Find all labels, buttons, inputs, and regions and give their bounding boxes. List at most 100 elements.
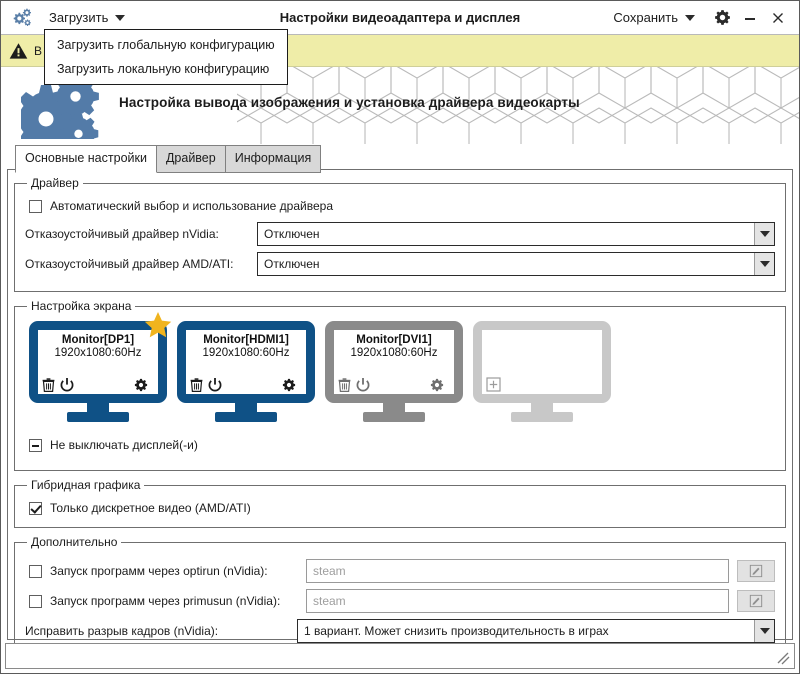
power-icon[interactable]: [356, 378, 370, 392]
monitor-base: [363, 412, 425, 422]
screen-setup-legend: Настройка экрана: [31, 299, 132, 313]
monitor-neck: [383, 403, 405, 412]
driver-group: Драйвер Автоматический выбор и использов…: [14, 176, 786, 292]
status-bar: [5, 643, 795, 669]
optirun-placeholder: steam: [313, 564, 346, 578]
gear-icon: [714, 10, 730, 25]
driver-group-legend: Драйвер: [31, 176, 79, 190]
discrete-only-checkbox[interactable]: [29, 501, 42, 515]
tab-page-main-settings: Драйвер Автоматический выбор и использов…: [7, 169, 793, 655]
amd-fallback-value: Отключен: [264, 257, 320, 271]
discrete-only-label: Только дискретное видео (AMD/ATI): [50, 501, 251, 515]
chevron-down-icon: [685, 14, 695, 21]
chevron-down-icon[interactable]: [754, 223, 774, 245]
auto-driver-checkbox[interactable]: [29, 199, 42, 213]
monitor-resolution: 1920x1080:60Hz: [202, 347, 290, 359]
hybrid-graphics-legend: Гибридная графика: [31, 478, 141, 492]
auto-driver-checkbox-row[interactable]: Автоматический выбор и использование дра…: [29, 199, 775, 213]
settings-button[interactable]: [709, 5, 735, 31]
primusrun-input[interactable]: steam: [306, 589, 729, 613]
tab-driver[interactable]: Драйвер: [155, 145, 226, 173]
tearfix-row: Исправить разрыв кадров (nVidia): 1 вари…: [25, 619, 775, 643]
monitor-resolution: 1920x1080:60Hz: [54, 347, 142, 359]
monitor-base: [215, 412, 277, 422]
trash-icon[interactable]: [338, 378, 351, 392]
trash-icon[interactable]: [42, 378, 55, 392]
save-menu-label: Сохранить: [613, 10, 678, 25]
monitor-screen[interactable]: Monitor[DP1] 1920x1080:60Hz: [29, 321, 167, 403]
load-dropdown-menu[interactable]: Загрузить глобальную конфигурацию Загруз…: [44, 29, 288, 85]
hero-title: Настройка вывода изображения и установка…: [119, 95, 580, 110]
primusrun-edit-button[interactable]: [737, 590, 775, 612]
monitor-neck: [87, 403, 109, 412]
discrete-only-checkbox-row[interactable]: Только дискретное видео (AMD/ATI): [29, 501, 775, 515]
monitor-screen[interactable]: Monitor[DVI1] 1920x1080:60Hz: [325, 321, 463, 403]
monitor-card[interactable]: Monitor[DVI1] 1920x1080:60Hz: [325, 321, 463, 422]
minimize-button[interactable]: [737, 5, 763, 31]
close-icon: [773, 12, 783, 23]
tab-bar: Основные настройки Драйвер Информация: [15, 145, 322, 173]
primusrun-placeholder: steam: [313, 594, 346, 608]
trash-icon[interactable]: [190, 378, 203, 392]
power-icon[interactable]: [60, 378, 74, 392]
plus-box-icon[interactable]: [486, 377, 501, 392]
tab-main-settings-label: Основные настройки: [25, 151, 147, 165]
optirun-row: Запуск программ через optirun (nVidia): …: [25, 559, 775, 583]
warning-banner-text: В: [34, 43, 43, 58]
gear-icon[interactable]: [134, 378, 148, 392]
warning-triangle-icon: [9, 42, 28, 59]
monitor-list: Monitor[DP1] 1920x1080:60Hz: [25, 312, 775, 424]
monitor-name: Monitor[DVI1]: [356, 334, 432, 346]
tearfix-select[interactable]: 1 вариант. Может снизить производительно…: [297, 619, 775, 643]
optirun-checkbox[interactable]: [29, 564, 42, 578]
save-menu-button[interactable]: Сохранить: [607, 5, 701, 31]
keep-display-on-label: Не выключать дисплей(-и): [50, 438, 198, 452]
amd-fallback-row: Отказоустойчивый драйвер AMD/ATI: Отключ…: [25, 252, 775, 276]
optirun-input[interactable]: steam: [306, 559, 729, 583]
hexagon-pattern-background: [237, 67, 799, 144]
gear-icon[interactable]: [430, 378, 444, 392]
nvidia-fallback-value: Отключен: [264, 227, 320, 241]
extra-group: Дополнительно Запуск программ через opti…: [14, 535, 786, 655]
power-icon[interactable]: [208, 378, 222, 392]
close-button[interactable]: [765, 5, 791, 31]
monitor-card-empty[interactable]: [473, 321, 611, 422]
star-icon: [144, 312, 172, 338]
chevron-down-icon: [115, 14, 126, 21]
monitor-card[interactable]: Monitor[HDMI1] 1920x1080:60Hz: [177, 321, 315, 422]
menu-item-load-global[interactable]: Загрузить глобальную конфигурацию: [57, 38, 275, 52]
tab-information[interactable]: Информация: [224, 145, 322, 173]
load-menu-button[interactable]: Загрузить: [43, 5, 131, 31]
pencil-icon: [749, 594, 763, 608]
monitor-name: Monitor[DP1]: [61, 334, 135, 346]
amd-fallback-select[interactable]: Отключен: [257, 252, 775, 276]
resize-grip-icon[interactable]: [775, 650, 791, 666]
optirun-edit-button[interactable]: [737, 560, 775, 582]
tab-driver-label: Драйвер: [165, 151, 216, 165]
monitor-base: [67, 412, 129, 422]
monitor-screen-empty[interactable]: [473, 321, 611, 403]
keep-display-on-checkbox[interactable]: [29, 438, 42, 452]
tab-information-label: Информация: [234, 151, 312, 165]
hybrid-graphics-group: Гибридная графика Только дискретное виде…: [14, 478, 786, 528]
nvidia-fallback-select[interactable]: Отключен: [257, 222, 775, 246]
menu-item-load-local[interactable]: Загрузить локальную конфигурацию: [57, 62, 270, 76]
primusrun-checkbox[interactable]: [29, 594, 42, 608]
chevron-down-icon[interactable]: [754, 253, 774, 275]
monitor-card[interactable]: Monitor[DP1] 1920x1080:60Hz: [29, 312, 172, 422]
gear-icon[interactable]: [282, 378, 296, 392]
load-menu-label: Загрузить: [49, 10, 109, 25]
monitor-base: [511, 412, 573, 422]
keep-display-on-checkbox-row[interactable]: Не выключать дисплей(-и): [29, 438, 775, 452]
optirun-label: Запуск программ через optirun (nVidia):: [50, 564, 268, 578]
extra-group-legend: Дополнительно: [31, 535, 118, 549]
tab-main-settings[interactable]: Основные настройки: [15, 145, 157, 173]
amd-fallback-label: Отказоустойчивый драйвер AMD/ATI:: [25, 257, 234, 271]
primusrun-row: Запуск программ через primusun (nVidia):…: [25, 589, 775, 613]
pencil-icon: [749, 564, 763, 578]
monitor-screen[interactable]: Monitor[HDMI1] 1920x1080:60Hz: [177, 321, 315, 403]
nvidia-fallback-label: Отказоустойчивый драйвер nVidia:: [25, 227, 219, 241]
chevron-down-icon[interactable]: [754, 620, 774, 642]
auto-driver-label: Автоматический выбор и использование дра…: [50, 199, 333, 213]
